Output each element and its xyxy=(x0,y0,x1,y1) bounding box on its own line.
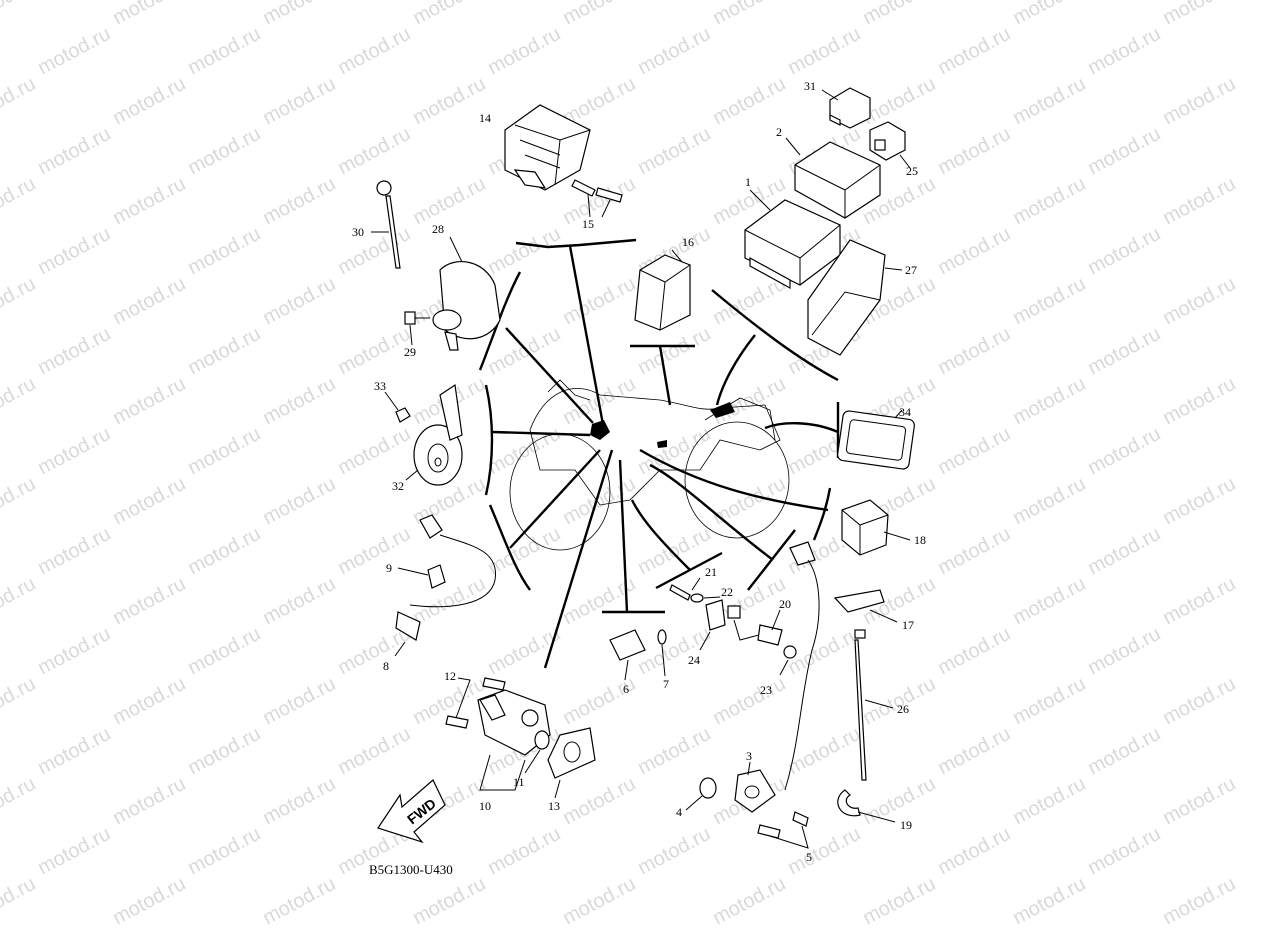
part-19-clip xyxy=(837,789,896,823)
tail-outline xyxy=(704,397,776,441)
bracket-18 xyxy=(812,487,832,541)
part-7-washer xyxy=(657,629,667,677)
sensor-wire-harness xyxy=(784,541,820,791)
leader-16 xyxy=(658,345,672,406)
callout-11: 11 xyxy=(513,775,525,789)
part-30-cable-tie xyxy=(371,180,401,269)
leader-20 xyxy=(649,463,774,561)
part-8-sensor xyxy=(394,514,496,657)
leader-28-29 xyxy=(505,327,594,424)
part-33-bolt xyxy=(384,391,411,423)
callout-22: 22 xyxy=(721,585,733,599)
part-13-gasket xyxy=(547,727,596,799)
leader-32-33 xyxy=(492,430,591,437)
callout-24: 24 xyxy=(688,653,700,667)
callout-32: 32 xyxy=(392,479,404,493)
callout-34: 34 xyxy=(899,405,911,419)
callout-28: 28 xyxy=(432,222,444,236)
leader-18 xyxy=(639,448,829,512)
leader-8-9 xyxy=(509,449,601,549)
callout-9: 9 xyxy=(386,561,392,575)
callout-33: 33 xyxy=(374,379,386,393)
callout-1: 1 xyxy=(745,175,751,189)
part-10-actuator xyxy=(477,689,551,791)
fairing-outline xyxy=(547,379,591,401)
callout-6: 6 xyxy=(623,682,629,696)
diagram-code: B5G1300-U430 xyxy=(369,862,453,877)
part-32-horn xyxy=(405,383,463,486)
callout-25: 25 xyxy=(906,164,918,178)
leader-6-7 xyxy=(618,459,629,613)
part-15-bolt xyxy=(571,179,623,218)
callout-23: 23 xyxy=(760,683,772,697)
callout-26: 26 xyxy=(897,702,909,716)
callout-13: 13 xyxy=(548,799,560,813)
callout-20: 20 xyxy=(779,597,791,611)
part-27-cover xyxy=(807,239,903,356)
part-34-plate xyxy=(837,409,915,470)
part-4-oring xyxy=(685,777,717,811)
part-31-connector xyxy=(821,87,871,129)
callout-4: 4 xyxy=(676,805,682,819)
callout-16: 16 xyxy=(682,235,694,249)
part-9-clamp xyxy=(397,564,446,589)
bracket-32-33 xyxy=(484,384,494,496)
part-11-oring xyxy=(524,730,550,774)
fwd-arrow: FWD xyxy=(377,779,446,844)
callout-15: 15 xyxy=(582,217,594,231)
part-18-relay xyxy=(841,499,911,556)
part-28-bracket xyxy=(432,236,501,351)
callout-labels: 1 2 3 4 5 6 7 8 9 10 11 12 13 14 15 16 1… xyxy=(352,79,926,864)
bracket-14-15 xyxy=(515,238,637,249)
part-23-nut xyxy=(779,645,797,676)
part-2-unit xyxy=(785,137,881,219)
leader-34 xyxy=(764,422,839,434)
part-25-connector xyxy=(869,121,911,169)
callout-27: 27 xyxy=(905,263,917,277)
callout-29: 29 xyxy=(404,345,416,359)
leader-14-15 xyxy=(568,245,606,431)
component-cluster xyxy=(590,420,610,440)
callout-17: 17 xyxy=(902,618,914,632)
callout-12: 12 xyxy=(444,669,456,683)
callout-7: 7 xyxy=(663,677,669,691)
bracket-8-9 xyxy=(488,504,531,591)
callout-14: 14 xyxy=(479,111,491,125)
callout-3: 3 xyxy=(746,749,752,763)
leader-1-2-27 xyxy=(715,334,756,406)
part-3-sensor xyxy=(734,761,776,813)
rear-wheel-outline xyxy=(684,421,790,539)
part-26-tie xyxy=(854,629,894,781)
callout-19: 19 xyxy=(900,818,912,832)
leader-12-10 xyxy=(543,449,614,669)
part-1-ecu xyxy=(744,189,841,290)
part-12-bolts xyxy=(445,677,506,729)
body-outline xyxy=(529,388,781,506)
callout-31: 31 xyxy=(804,79,816,93)
bracket-1-2-27 xyxy=(711,289,839,382)
part-5-bolts xyxy=(757,811,809,849)
part-6-sensor xyxy=(609,629,646,681)
part-24-bracket xyxy=(699,599,726,651)
callout-10: 10 xyxy=(479,799,491,813)
callout-18: 18 xyxy=(914,533,926,547)
part-17-clamp xyxy=(833,589,898,623)
rear-component-cluster xyxy=(710,402,735,418)
callout-30: 30 xyxy=(352,225,364,239)
part-21-bolt xyxy=(669,577,701,601)
part-20-sensor xyxy=(727,605,783,646)
callout-5: 5 xyxy=(806,850,812,864)
callout-2: 2 xyxy=(776,125,782,139)
callout-21: 21 xyxy=(705,565,717,579)
part-14-module xyxy=(504,104,591,191)
part-22-washer xyxy=(690,593,721,603)
leader-21-22 xyxy=(630,499,691,571)
callout-8: 8 xyxy=(383,659,389,673)
part-16-relay xyxy=(634,249,691,331)
small-component xyxy=(657,440,667,448)
part-29-bolt xyxy=(404,311,430,346)
